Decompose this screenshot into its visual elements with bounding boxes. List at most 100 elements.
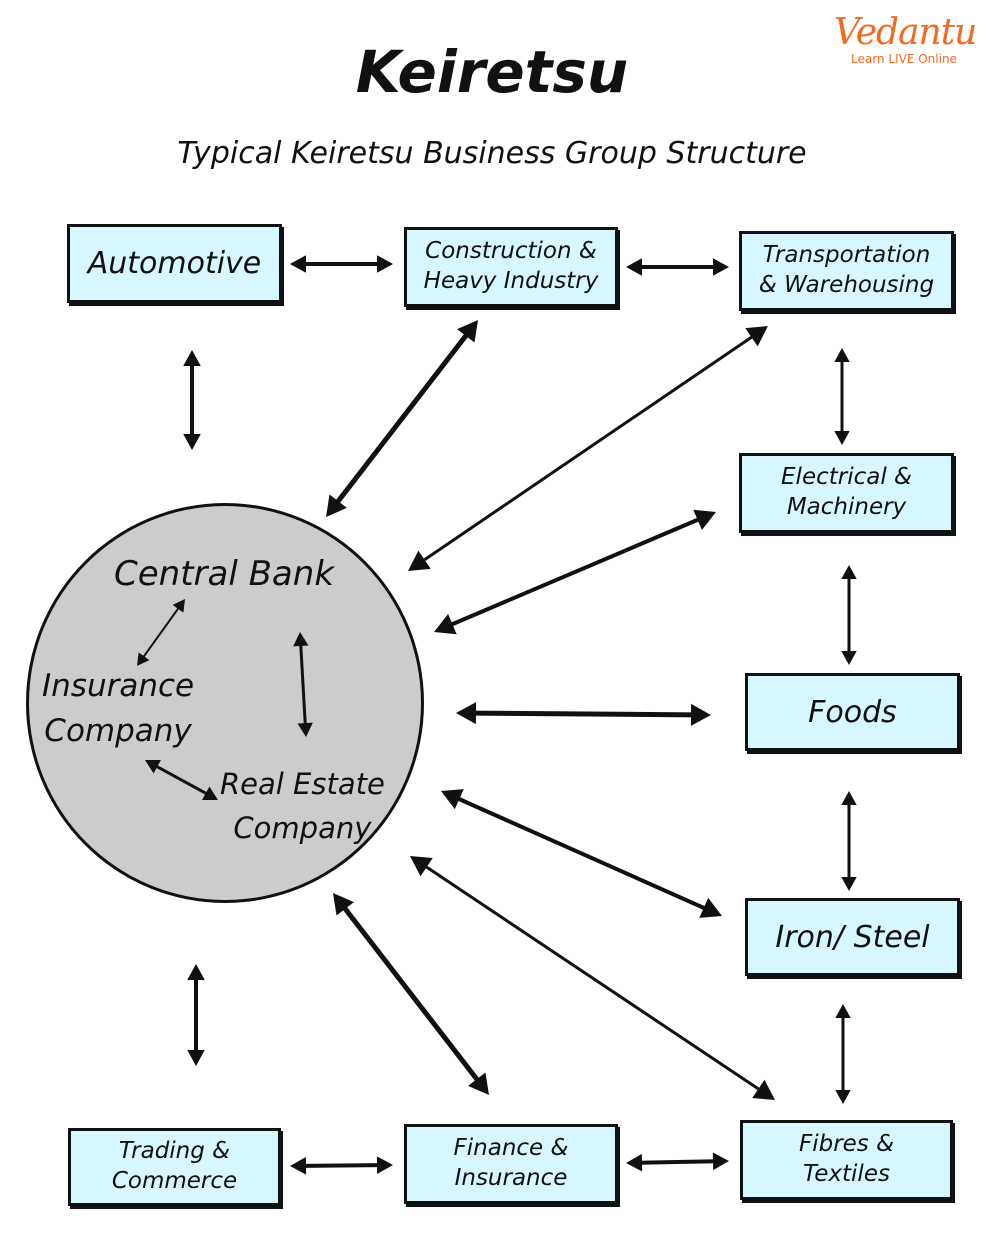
arrow-circle-foods-shaft [471,710,696,718]
arrow-bank-realestate-shaft [299,643,307,726]
arrow-finance-fibres-head-end [712,1152,729,1171]
vedantu-logo: Vedantu Learn LIVE Online [834,12,977,67]
arrow-construction-transportation-head-start [626,258,642,276]
arrow-construction-circle-head-start [457,320,478,343]
arrow-circle-iron-head-start [441,789,464,810]
arrow-construction-circle-head-end [326,494,347,517]
transportation-line-2: & Warehousing [758,272,935,298]
arrow-bank-realestate-head-start [293,632,309,647]
arrow-bank-realestate-head-end [297,722,313,737]
arrow-circle-fibres-head-start [410,856,433,877]
foods-label: Foods [808,694,897,730]
arrow-circle-fibres-head-end [752,1079,775,1100]
arrow-circle-iron-shaft [454,795,709,912]
real-estate-line-1: Real Estate [220,767,385,801]
box-iron-steel: Iron/ Steel [745,898,960,976]
arrow-automotive-construction [290,255,393,273]
transportation-line-1: Transportation [762,242,931,269]
arrow-iron-fibres [835,1004,851,1104]
arrow-transportation-circle-head-start [745,326,768,347]
arrow-left-vertical-bottom-head-start [187,964,205,980]
arrow-left-vertical-bottom-head-end [187,1050,205,1066]
construction-line-1: Construction & [425,238,597,265]
arrow-transportation-circle-shaft [420,333,756,564]
central-group-circle [26,503,424,903]
arrow-circle-foods-head-end [690,703,711,726]
arrow-automotive-construction-head-start [290,255,306,273]
box-finance: Finance & Insurance [404,1124,618,1204]
arrow-foods-iron-head-start [841,791,857,805]
trading-line-2: Commerce [111,1168,238,1194]
arrow-trading-finance [290,1156,393,1175]
arrow-circle-foods [456,702,711,726]
arrow-construction-transportation-head-end [713,258,729,276]
arrow-trading-finance-head-start [290,1157,307,1175]
logo-brand: Vedantu [834,12,977,53]
real-estate-company-label: Real Estate Company [220,762,385,850]
arrow-bank-insurance-shaft [141,606,181,659]
real-estate-line-2: Company [233,811,372,845]
box-construction: Construction & Heavy Industry [404,227,618,307]
arrow-electrical-circle [434,509,716,635]
arrow-bank-insurance-head-start [172,599,185,613]
arrow-automotive-down-head-start [183,350,201,366]
arrow-circle-iron-head-end [699,897,722,918]
arrow-construction-circle [326,320,478,517]
arrow-left-vertical-bottom [187,964,205,1066]
arrow-iron-fibres-head-end [835,1090,851,1104]
insurance-company-line-2: Company [44,713,192,749]
trading-line-1: Trading & [118,1138,231,1165]
electrical-line-2: Machinery [786,494,907,520]
arrow-transportation-electrical [834,348,850,445]
arrow-trading-finance-head-end [376,1156,393,1174]
arrow-foods-iron [841,791,857,891]
logo-tagline: Learn LIVE Online [851,52,957,66]
box-fibres: Fibres & Textiles [740,1120,953,1200]
arrow-circle-finance-shaft [340,904,482,1084]
arrow-circle-iron [441,789,722,918]
electrical-line-1: Electrical & [781,464,912,491]
fibres-line-2: Textiles [803,1161,890,1187]
arrow-circle-finance [333,893,489,1095]
box-trading: Trading & Commerce [68,1128,281,1206]
arrow-iron-fibres-head-start [835,1004,851,1018]
insurance-company-line-1: Insurance [42,668,195,704]
arrow-electrical-circle-head-end [434,614,457,635]
arrow-circle-fibres-shaft [422,863,763,1093]
arrow-insurance-realestate-head-end [202,786,218,801]
iron-steel-label: Iron/ Steel [775,919,930,955]
arrow-electrical-circle-head-start [693,509,716,530]
arrow-automotive-construction-head-end [377,255,393,273]
arrow-bank-insurance-head-end [137,652,150,666]
arrow-bank-realestate [293,632,313,737]
insurance-company-label: Insurance Company [42,664,194,754]
arrow-automotive-down [183,350,201,450]
fibres-line-1: Fibres & [798,1131,895,1158]
diagram-subtitle: Typical Keiretsu Business Group Structur… [177,136,807,171]
arrow-automotive-down-head-end [183,434,201,450]
arrow-finance-fibres-shaft [638,1159,717,1165]
arrow-electrical-foods-head-start [841,565,857,579]
arrow-finance-fibres-head-start [626,1153,643,1172]
finance-line-1: Finance & [453,1135,569,1162]
arrow-foods-iron-head-end [841,877,857,891]
arrow-transportation-circle [408,326,768,571]
arrow-transportation-circle-head-end [408,550,431,571]
arrow-insurance-realestate [145,759,218,801]
arrow-circle-foods-head-start [456,702,477,725]
box-electrical: Electrical & Machinery [739,453,954,533]
construction-line-2: Heavy Industry [423,268,599,294]
central-bank-label: Central Bank [114,554,335,594]
arrow-construction-circle-shaft [333,331,471,506]
arrow-bank-insurance [137,599,185,666]
arrow-electrical-circle-shaft [447,516,703,628]
arrow-insurance-realestate-head-start [145,759,161,774]
arrow-construction-transportation [626,258,729,276]
arrow-circle-finance-head-end [468,1072,489,1095]
arrow-insurance-realestate-shaft [154,764,209,796]
arrow-circle-fibres [410,856,775,1100]
diagram-title: Keiretsu [355,38,629,106]
finance-line-2: Insurance [454,1165,568,1191]
box-foods: Foods [745,673,960,751]
